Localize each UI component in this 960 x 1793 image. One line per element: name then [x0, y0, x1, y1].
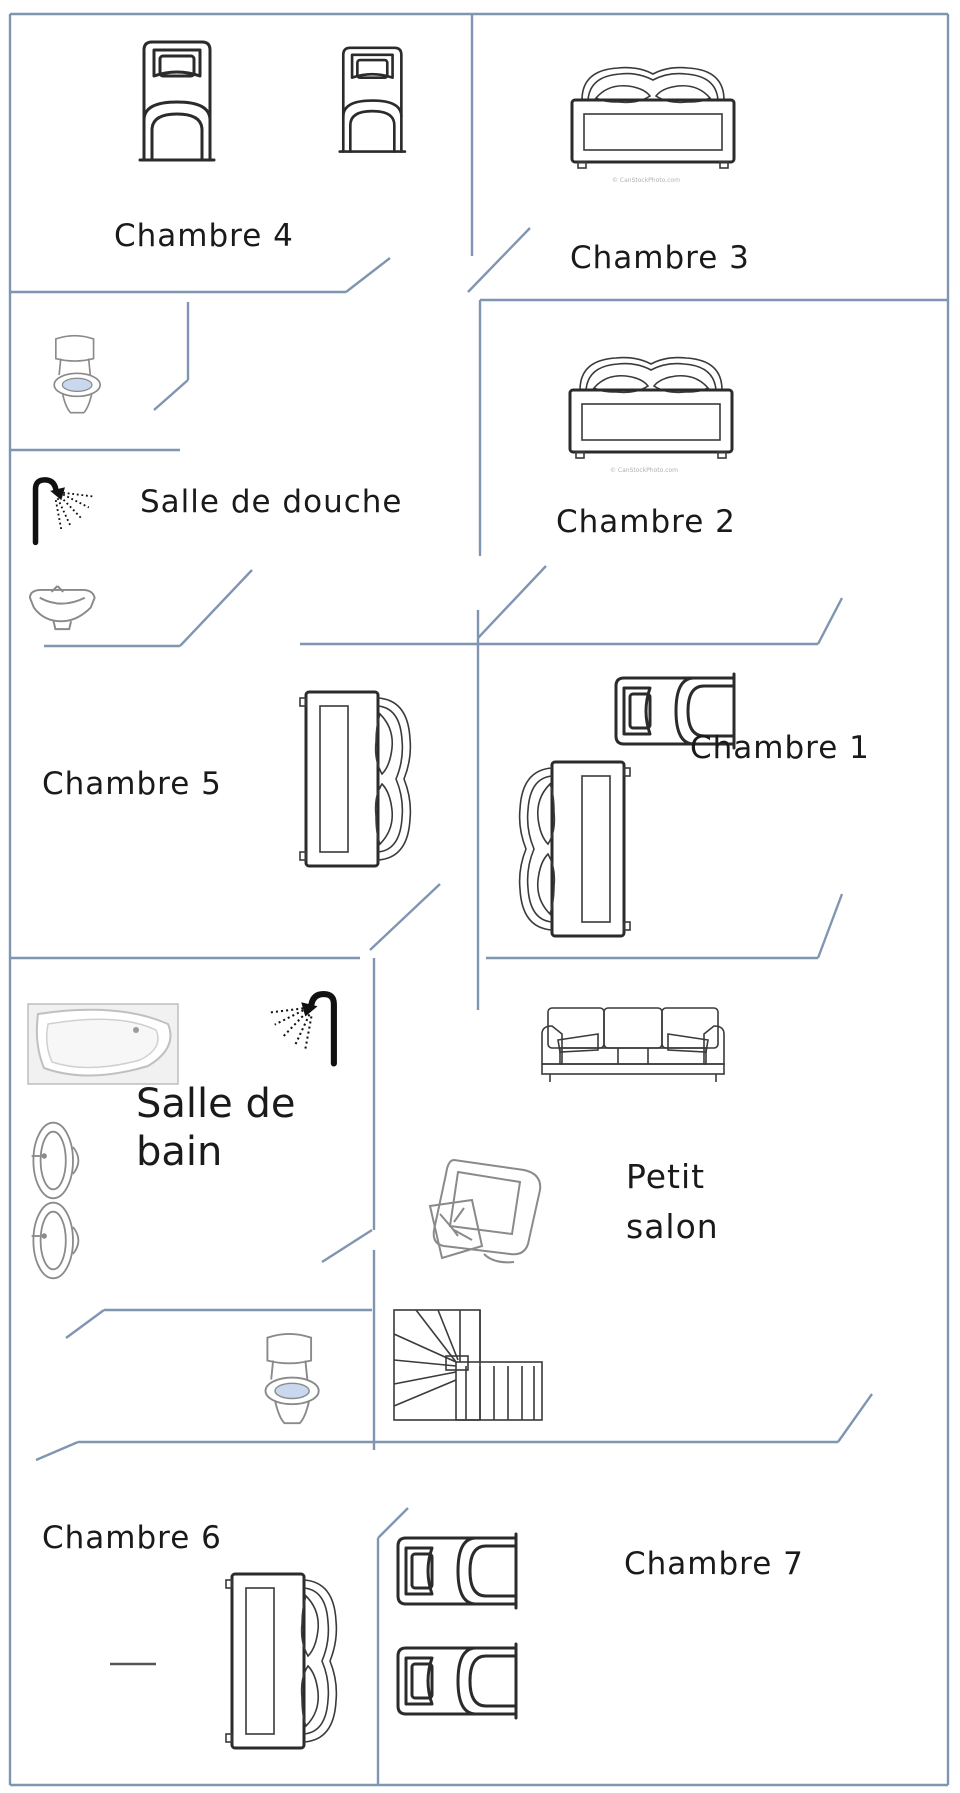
- shower-icon: [36, 480, 93, 543]
- room-label-petit-salon: Petit salon: [626, 1157, 719, 1246]
- single-bed-icon: [138, 40, 216, 162]
- room-label-chambre-5: Chambre 5: [42, 766, 222, 802]
- toilet-icon: [264, 1332, 320, 1425]
- double-bed-icon: [298, 690, 412, 868]
- toilet-icon: [53, 334, 101, 414]
- staircase-icon: [393, 1309, 543, 1421]
- walls: [8, 12, 950, 1787]
- double-bed-icon: [568, 356, 734, 460]
- double-bed-icon: [224, 1572, 338, 1750]
- room-label-chambre-4: Chambre 4: [114, 218, 294, 254]
- bathtub-icon: [27, 1003, 179, 1085]
- sink-icon: [28, 585, 96, 631]
- svg-text:© CanStockPhoto.com: © CanStockPhoto.com: [610, 467, 678, 474]
- single-bed-icon: [396, 1642, 518, 1720]
- room-label-chambre-6: Chambre 6: [42, 1520, 222, 1556]
- single-bed-icon: [338, 46, 407, 153]
- sink-icon: [30, 1201, 80, 1280]
- room-label-chambre-1: Chambre 1: [690, 730, 870, 766]
- armchair-icon: [429, 1159, 542, 1264]
- room-label-chambre-3: Chambre 3: [570, 240, 750, 276]
- room-label-salle-de-douche: Salle de douche: [140, 484, 403, 520]
- sink-icon: [30, 1121, 80, 1200]
- shower-icon: [271, 994, 334, 1063]
- double-bed-icon: [570, 66, 736, 170]
- room-label-chambre-2: Chambre 2: [556, 504, 736, 540]
- svg-text:© CanStockPhoto.com: © CanStockPhoto.com: [612, 177, 680, 184]
- room-label-salle-de-bain: Salle de bain: [136, 1081, 296, 1175]
- room-label-chambre-7: Chambre 7: [624, 1546, 804, 1582]
- double-bed-icon: [518, 760, 632, 938]
- sofa-icon: [541, 1007, 725, 1083]
- single-bed-icon: [396, 1532, 518, 1610]
